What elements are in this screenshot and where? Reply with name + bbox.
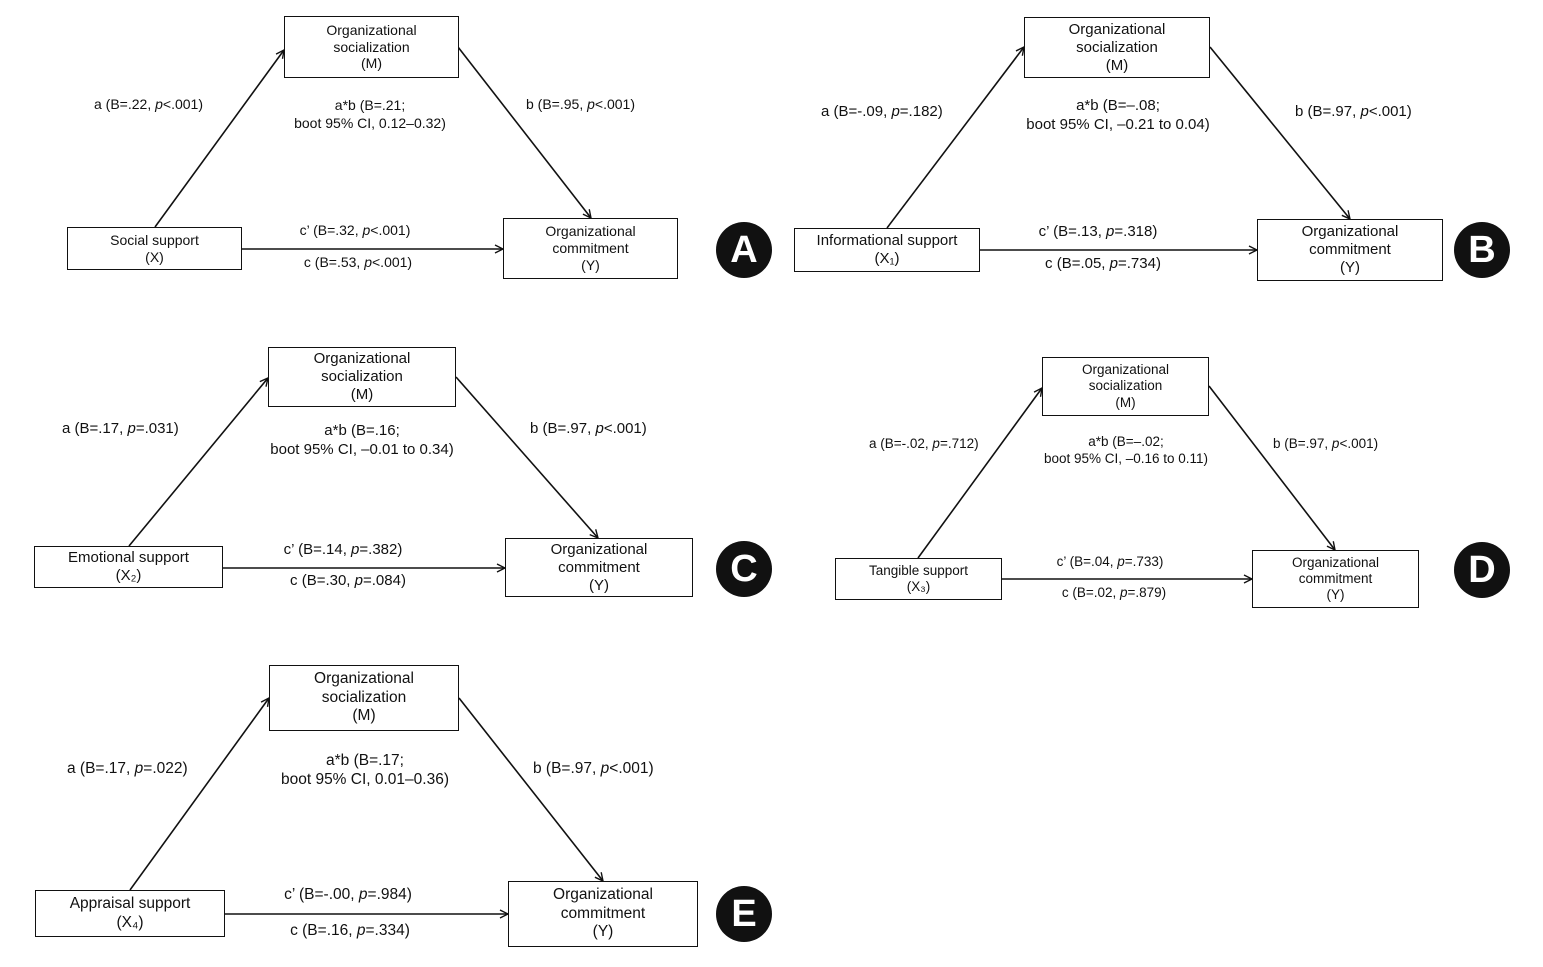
- panel-badge: C: [716, 541, 772, 597]
- b-path-label: b (B=.95, p<.001): [526, 96, 635, 112]
- outcome-box: Organizational commitment (Y): [505, 538, 693, 597]
- total-effect-label: c (B=.30, p=.084): [290, 572, 406, 589]
- a-path-label: a (B=.17, p=.022): [67, 760, 188, 777]
- a-path-label: a (B=-.02, p=.712): [869, 436, 979, 451]
- direct-effect-label: c’ (B=.14, p=.382): [283, 541, 403, 558]
- total-effect-label: c (B=.53, p<.001): [303, 254, 413, 270]
- arrow-a-path-C: [128, 378, 268, 547]
- direct-effect-label: c’ (B=.13, p=.318): [1038, 223, 1158, 240]
- panel-badge: E: [716, 886, 772, 942]
- total-effect-label: c (B=.16, p=.334): [290, 922, 410, 939]
- indirect-effect-label: a*b (B=.17; boot 95% CI, 0.01–0.36): [280, 752, 450, 789]
- mediator-box: Organizational socialization (M): [269, 665, 459, 731]
- predictor-box: Tangible support (X₃): [835, 558, 1002, 600]
- direct-effect-label: c’ (B=.32, p<.001): [299, 222, 411, 238]
- arrow-b-path-D: [1208, 385, 1335, 550]
- arrow-a-path-A: [154, 50, 284, 228]
- a-path-label: a (B=.22, p<.001): [94, 96, 203, 112]
- indirect-effect-label: a*b (B=–.08; boot 95% CI, –0.21 to 0.04): [1026, 97, 1210, 133]
- total-effect-label: c (B=.05, p=.734): [1045, 255, 1161, 272]
- arrow-b-path-E: [458, 697, 603, 881]
- arrow-a-path-B: [886, 47, 1024, 229]
- direct-effect-label: c’ (B=-.00, p=.984): [284, 886, 412, 903]
- arrow-a-path-D: [917, 388, 1042, 559]
- total-effect-label: c (B=.02, p=.879): [1061, 585, 1167, 600]
- mediator-box: Organizational socialization (M): [268, 347, 456, 407]
- a-path-label: a (B=-.09, p=.182): [821, 103, 943, 120]
- indirect-effect-label: a*b (B=.16; boot 95% CI, –0.01 to 0.34): [270, 422, 454, 458]
- indirect-effect-label: a*b (B=–.02; boot 95% CI, –0.16 to 0.11): [1043, 434, 1209, 466]
- panel-badge: B: [1454, 222, 1510, 278]
- arrow-b-path-A: [457, 46, 591, 218]
- b-path-label: b (B=.97, p<.001): [1273, 436, 1379, 451]
- indirect-effect-label: a*b (B=.21; boot 95% CI, 0.12–0.32): [294, 97, 446, 131]
- predictor-box: Appraisal support (X₄): [35, 890, 225, 937]
- mediator-box: Organizational socialization (M): [1024, 17, 1210, 78]
- predictor-box: Social support (X): [67, 227, 242, 270]
- predictor-box: Informational support (X₁): [794, 228, 980, 272]
- b-path-label: b (B=.97, p<.001): [1295, 103, 1412, 120]
- panel-badge: D: [1454, 542, 1510, 598]
- b-path-label: b (B=.97, p<.001): [533, 760, 654, 777]
- b-path-label: b (B=.97, p<.001): [530, 420, 647, 437]
- outcome-box: Organizational commitment (Y): [1252, 550, 1419, 608]
- arrow-b-path-B: [1209, 46, 1350, 219]
- arrow-a-path-E: [129, 698, 269, 891]
- mediator-box: Organizational socialization (M): [284, 16, 459, 78]
- panel-badge: A: [716, 222, 772, 278]
- outcome-box: Organizational commitment (Y): [503, 218, 678, 279]
- a-path-label: a (B=.17, p=.031): [62, 420, 179, 437]
- outcome-box: Organizational commitment (Y): [1257, 219, 1443, 281]
- mediator-box: Organizational socialization (M): [1042, 357, 1209, 416]
- direct-effect-label: c’ (B=.04, p=.733): [1056, 554, 1164, 569]
- arrow-b-path-C: [455, 376, 598, 538]
- outcome-box: Organizational commitment (Y): [508, 881, 698, 947]
- predictor-box: Emotional support (X₂): [34, 546, 223, 588]
